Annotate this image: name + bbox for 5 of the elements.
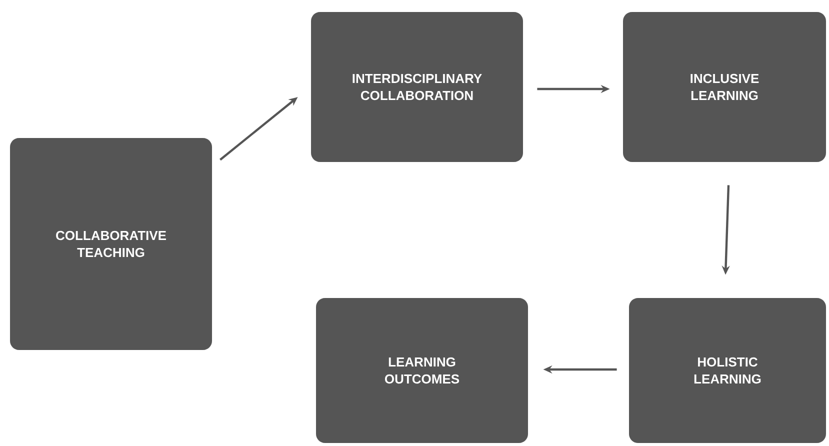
process-box: LEARNING OUTCOMES	[316, 298, 528, 443]
process-box: INTERDISCIPLINARY COLLABORATION	[311, 12, 523, 162]
process-box: HOLISTIC LEARNING	[629, 298, 826, 443]
process-box: COLLABORATIVE TEACHING	[10, 138, 212, 350]
process-box: INCLUSIVE LEARNING	[623, 12, 826, 162]
